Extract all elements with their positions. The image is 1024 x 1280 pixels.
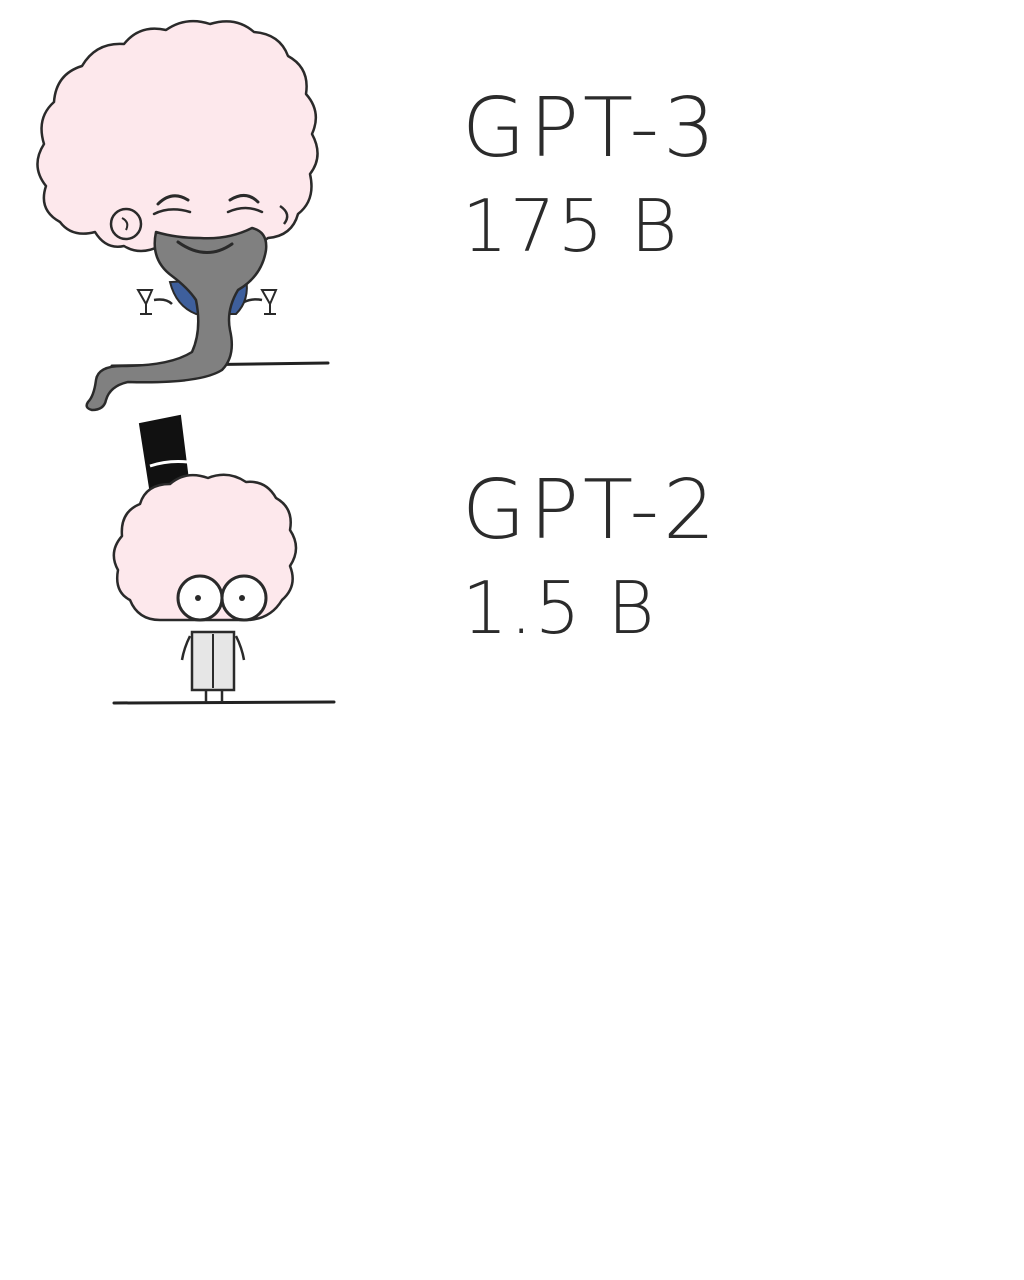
gpt3-smile <box>176 240 234 254</box>
round-glasses-icon <box>176 574 268 622</box>
gpt3-left-eye <box>156 194 190 206</box>
gpt3-beard <box>85 226 268 412</box>
gpt3-left-ear-inner <box>121 217 129 231</box>
gpt3-hair <box>36 19 319 253</box>
gpt3-wine-glass-left-icon <box>136 289 173 315</box>
gpt3-left-brow <box>152 208 192 216</box>
gpt3-left-ear <box>109 207 143 241</box>
gpt2-param-count: 1.5 B <box>462 566 657 650</box>
gpt2-right-arm <box>234 635 246 661</box>
book-icon <box>190 630 236 692</box>
gpt2-ground-line <box>112 700 336 705</box>
gpt2-model-name: GPT-2 <box>462 463 720 558</box>
gpt3-character-icon <box>36 19 330 412</box>
gpt2-character-icon <box>112 414 336 705</box>
gpt3-right-brow <box>226 206 264 214</box>
gpt3-right-ear <box>279 204 289 225</box>
gpt3-param-count: 175 B <box>462 184 680 268</box>
gpt2-left-arm <box>180 635 192 661</box>
gpt3-model-name: GPT-3 <box>462 81 720 176</box>
gpt3-wine-glass-right-icon <box>243 289 278 315</box>
gpt3-right-eye <box>228 194 260 204</box>
